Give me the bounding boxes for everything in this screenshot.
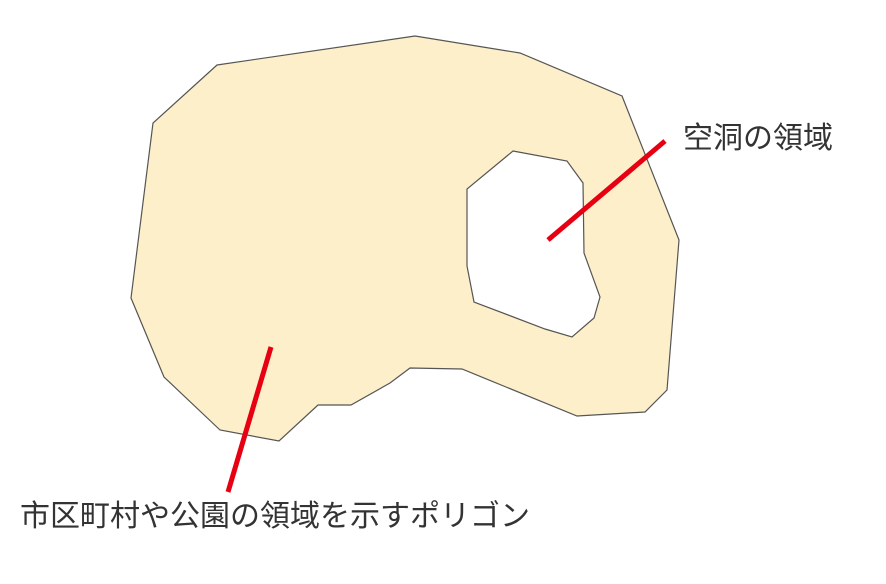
polygon-leader-line [225,346,274,493]
hole-leader-line [546,139,667,242]
polygon-region-label: 市区町村や公園の領域を示すポリゴン [20,499,530,534]
hole-region-label: 空洞の領域 [683,121,833,156]
area-polygon-with-hole [130,35,680,442]
